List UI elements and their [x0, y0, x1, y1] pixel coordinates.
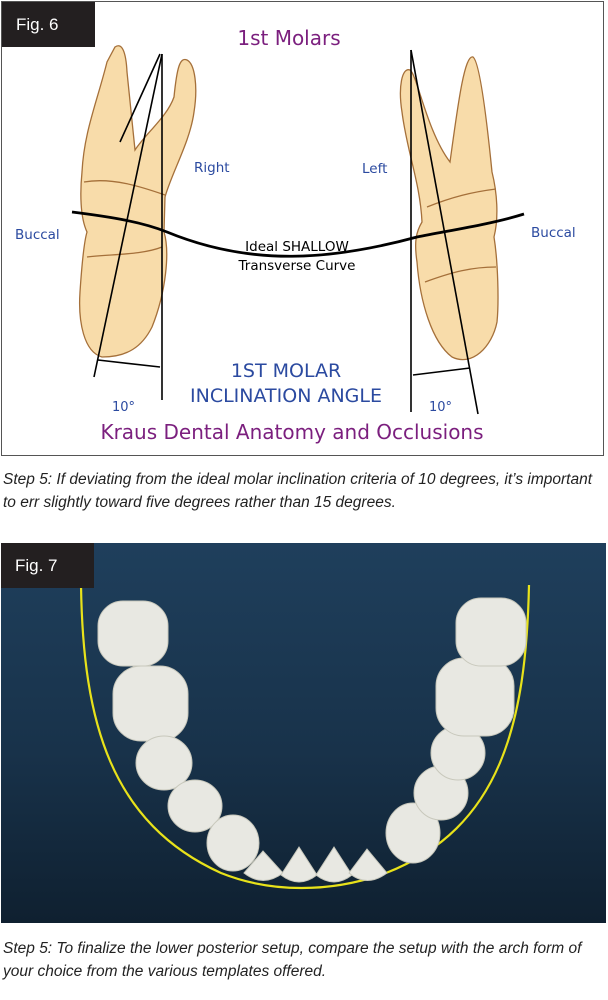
angle-value-right: 10°: [429, 400, 452, 415]
figure-7: Fig. 7: [1, 543, 606, 923]
figure-title: 1st Molars: [237, 26, 340, 50]
arch-form-template-line: [79, 584, 531, 890]
angle-value-left: 10°: [112, 400, 135, 415]
figure-7-caption: Step 5: To finalize the lower posterior …: [3, 940, 582, 980]
buccal-label-right: Buccal: [531, 225, 576, 241]
tooth: [315, 846, 353, 883]
molar-inclination-diagram: 1st Molars Right Left Buccal Buccal Idea…: [15, 26, 576, 444]
tooth: [206, 814, 260, 872]
right-label: Right: [194, 160, 230, 176]
transverse-curve-line: [71, 210, 525, 258]
figure-6-label: Fig. 6: [2, 2, 95, 47]
left-label: Left: [362, 161, 387, 177]
curve-label-line2: Transverse Curve: [238, 258, 356, 274]
tooth: [167, 779, 223, 833]
figure-6: 1st Molars Right Left Buccal Buccal Idea…: [1, 1, 604, 456]
tooth: [348, 848, 388, 881]
tooth: [112, 665, 189, 742]
angle-title-line2: INCLINATION ANGLE: [190, 385, 382, 407]
tooth: [455, 597, 527, 667]
curve-label-line1: Ideal SHALLOW: [245, 239, 349, 255]
tooth: [97, 600, 169, 667]
angle-title-line1: 1ST MOLAR: [231, 360, 341, 382]
tooth: [280, 846, 318, 883]
buccal-label-left: Buccal: [15, 227, 60, 243]
figure-6-caption: Step 5: If deviating from the ideal mola…: [3, 471, 593, 511]
right-molar-tooth: [78, 45, 197, 358]
figure-7-label: Fig. 7: [1, 543, 94, 588]
lower-arch-setup-render: [79, 584, 531, 890]
source-credit: Kraus Dental Anatomy and Occlusions: [100, 420, 483, 444]
tooth: [435, 657, 515, 737]
left-molar-tooth: [399, 56, 499, 361]
tooth: [385, 802, 441, 864]
tooth: [135, 735, 193, 791]
